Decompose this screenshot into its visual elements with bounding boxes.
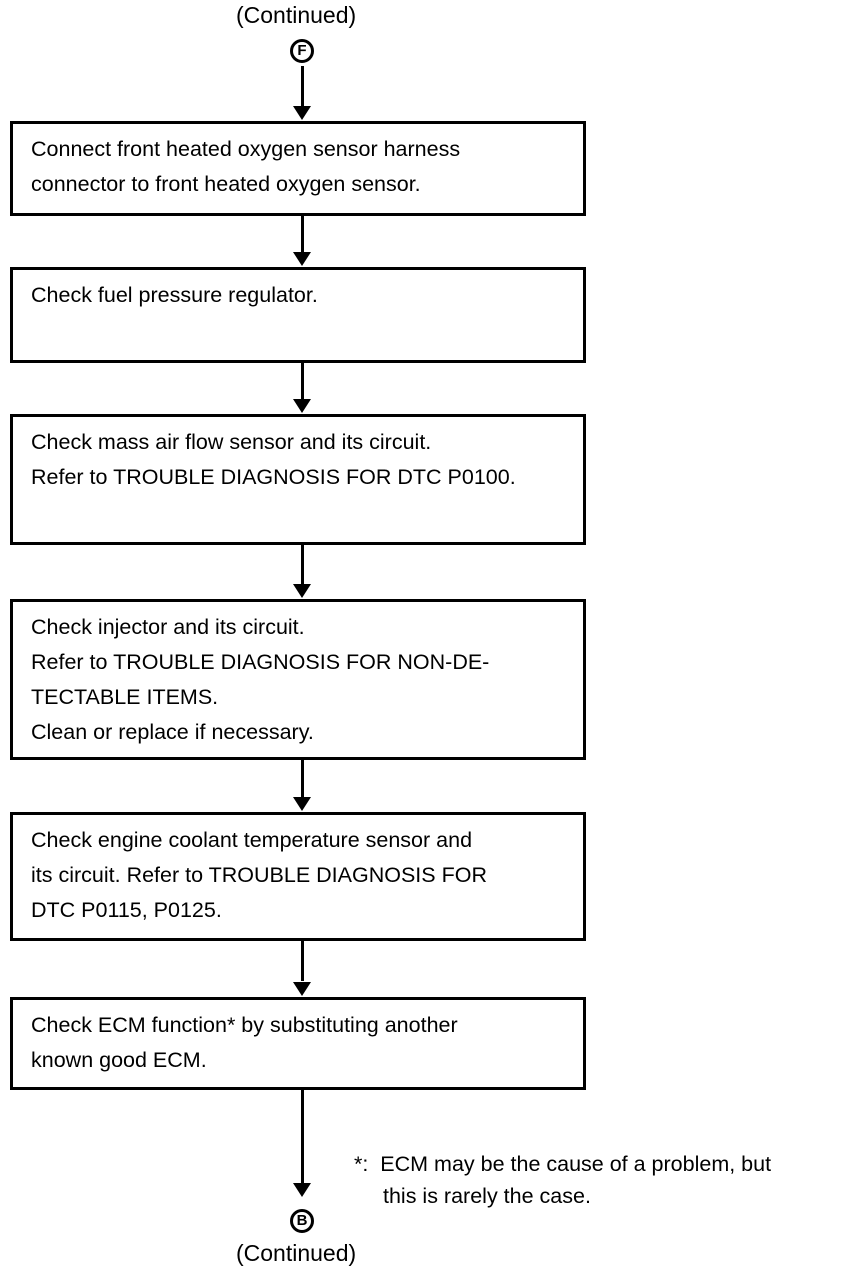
step-box-1: Connect front heated oxygen sensor harne… [10, 121, 586, 216]
arrowhead-step2-to-step3 [293, 399, 311, 413]
step-box-6-line-1: Check ECM function* by substituting anot… [31, 1013, 458, 1037]
step-box-5-line-2: its circuit. Refer to TROUBLE DIAGNOSIS … [31, 863, 487, 887]
step-box-6: Check ECM function* by substituting anot… [10, 997, 586, 1090]
connector-f-circle: F [290, 39, 314, 63]
step-box-3-line-1: Check mass air flow sensor and its circu… [31, 430, 432, 454]
step-box-1-line-2: connector to front heated oxygen sensor. [31, 172, 421, 196]
arrow-line-step3-to-step4 [301, 545, 304, 585]
step-box-5-line-3: DTC P0115, P0125. [31, 898, 222, 922]
arrowhead-step1-to-step2 [293, 252, 311, 266]
top-continued-label: (Continued) [236, 2, 357, 28]
step-box-3: Check mass air flow sensor and its circu… [10, 414, 586, 545]
step-box-2-line-1: Check fuel pressure regulator. [31, 283, 318, 307]
arrowhead-step6-to-b [293, 1183, 311, 1197]
step-box-4-line-2: Refer to TROUBLE DIAGNOSIS FOR NON-DE- [31, 650, 490, 674]
arrow-line-step1-to-step2 [301, 216, 304, 256]
arrowhead-f-to-step1 [293, 106, 311, 120]
footnote-line-2: this is rarely the case. [383, 1184, 591, 1208]
arrowhead-step5-to-step6 [293, 982, 311, 996]
step-box-3-line-2: Refer to TROUBLE DIAGNOSIS FOR DTC P0100… [31, 465, 516, 489]
step-box-6-line-2: known good ECM. [31, 1048, 207, 1072]
arrowhead-step3-to-step4 [293, 584, 311, 598]
arrowhead-step4-to-step5 [293, 797, 311, 811]
step-box-4: Check injector and its circuit. Refer to… [10, 599, 586, 760]
step-box-5: Check engine coolant temperature sensor … [10, 812, 586, 941]
arrow-line-step2-to-step3 [301, 363, 304, 403]
step-box-5-line-1: Check engine coolant temperature sensor … [31, 828, 473, 852]
arrow-line-step6-to-b [301, 1090, 304, 1186]
bottom-continued-label: (Continued) [236, 1240, 357, 1266]
step-box-2: Check fuel pressure regulator. [10, 267, 586, 363]
step-box-4-line-3: TECTABLE ITEMS. [31, 685, 219, 709]
arrow-line-step5-to-step6 [301, 941, 304, 981]
arrow-line-f-to-step1 [301, 66, 304, 112]
footnote-line-1: *: ECM may be the cause of a problem, bu… [354, 1152, 772, 1176]
connector-b-circle: B [290, 1209, 314, 1233]
step-box-4-line-1: Check injector and its circuit. [31, 615, 305, 639]
step-box-4-line-4: Clean or replace if necessary. [31, 720, 314, 744]
step-box-1-line-1: Connect front heated oxygen sensor harne… [31, 137, 461, 161]
arrow-line-step4-to-step5 [301, 760, 304, 800]
